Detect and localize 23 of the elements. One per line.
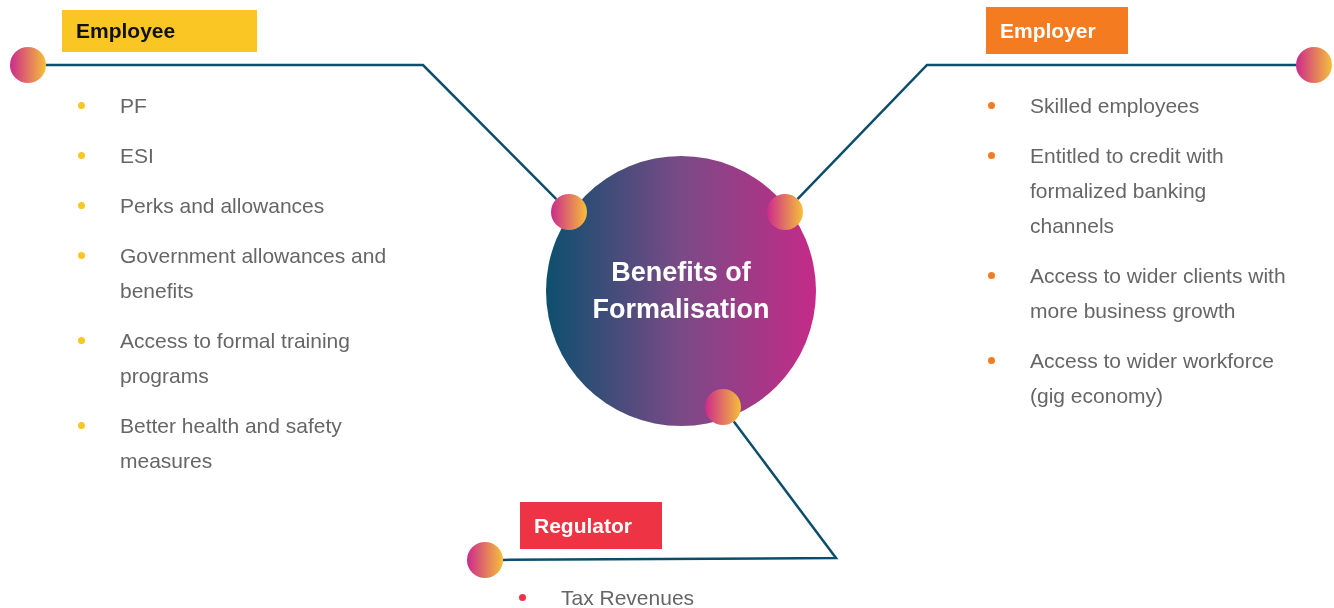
center-circle [546, 156, 816, 426]
gradient-dot [10, 47, 46, 83]
list-item-text: Skilled employees [1030, 94, 1200, 117]
list-item-text: PF [120, 94, 147, 117]
connector-line [503, 420, 839, 562]
connector-line [46, 63, 558, 201]
list-item-text: Government allowances and benefits [120, 244, 387, 302]
gradient-dot [551, 194, 587, 230]
list-item-text: Perks and allowances [120, 194, 325, 217]
gradient-dot [467, 542, 503, 578]
list-item-text: Access to wider workforce (gig economy) [1030, 349, 1274, 407]
connector-line [796, 63, 1296, 200]
category-label: Employer [986, 7, 1128, 54]
list-item-text: Entitled to credit with formalized banking channels [1030, 144, 1224, 237]
list-item-text: ESI [120, 144, 154, 167]
list-item-text: Tax Revenues [561, 586, 695, 608]
category-label: Regulator [520, 502, 662, 549]
center-title: Benefits of Formalisation [591, 256, 771, 326]
list-item-text: Access to wider clients with more business growth [1030, 264, 1286, 322]
list-item-text: Better health and safety measures [120, 414, 342, 472]
list-item-text: Access to formal training programs [120, 329, 350, 387]
gradient-dot [1296, 47, 1332, 83]
category-label: Employee [62, 10, 257, 52]
